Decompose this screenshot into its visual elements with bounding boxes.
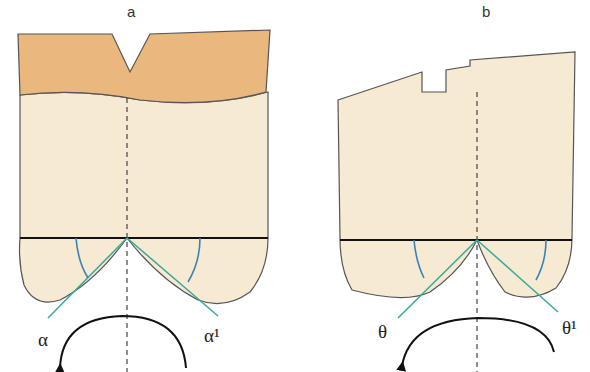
angle-label: α¹ [204, 326, 220, 345]
angle-label: θ¹ [562, 318, 577, 337]
angle-arc [188, 238, 200, 282]
angle-line [477, 240, 558, 312]
reference-line [20, 237, 268, 239]
angle-arc [536, 240, 546, 280]
rotation-arrow [60, 316, 186, 368]
axis-line [476, 92, 477, 372]
panel-label: a [127, 4, 135, 19]
angle-line [48, 238, 127, 318]
angle-label: α [38, 330, 48, 349]
panel-label: b [482, 4, 490, 19]
angle-line [398, 240, 477, 318]
angle-label: θ [378, 322, 387, 341]
reference-line [340, 239, 572, 241]
angle-arc [414, 240, 424, 278]
rotation-arrow [402, 318, 554, 366]
angle-line [127, 238, 218, 316]
angle-arc [76, 238, 88, 278]
axis-line [126, 98, 127, 372]
crown [18, 30, 270, 103]
tooth-body [20, 92, 269, 304]
